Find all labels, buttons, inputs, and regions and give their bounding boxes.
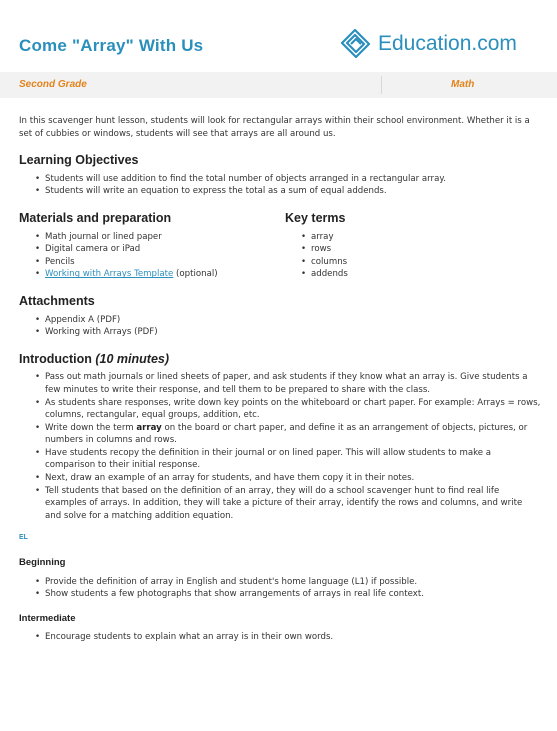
- page-header: Come "Array" With Us Education.com: [0, 0, 557, 70]
- key-terms-section: Key terms array rows columns addends: [285, 198, 535, 281]
- list-item: As students share responses, write down …: [35, 397, 541, 422]
- attachments-heading: Attachments: [19, 293, 95, 308]
- grade-label: Second Grade: [19, 79, 87, 90]
- introduction-heading: Introduction (10 minutes): [19, 351, 541, 366]
- list-item: addends: [301, 268, 535, 281]
- list-item: columns: [301, 256, 535, 269]
- link-suffix: (optional): [173, 269, 218, 280]
- key-terms-heading: Key terms: [285, 210, 346, 225]
- logo-text: Education.com: [378, 32, 517, 55]
- intro-paragraph: In this scavenger hunt lesson, students …: [19, 116, 530, 139]
- meta-divider: [381, 76, 382, 94]
- term-before: Write down the term: [45, 422, 137, 433]
- list-item: Students will use addition to find the t…: [35, 173, 541, 186]
- list-item: Next, draw an example of an array for st…: [35, 472, 541, 485]
- list-item: Working with Arrays Template (optional): [35, 268, 285, 281]
- term-word: array: [136, 422, 162, 433]
- list-item: rows: [301, 243, 535, 256]
- key-terms-list: array rows columns addends: [285, 231, 535, 281]
- subject-label: Math: [451, 79, 475, 90]
- education-logo[interactable]: Education.com: [336, 24, 517, 58]
- list-item: array: [301, 231, 535, 244]
- introduction-list: Pass out math journals or lined sheets o…: [19, 371, 541, 522]
- el-tag: EL: [19, 534, 28, 542]
- objectives-list: Students will use addition to find the t…: [19, 173, 541, 198]
- materials-keyterms-row: Materials and preparation Math journal o…: [19, 198, 541, 281]
- attachments-list: Appendix A (PDF) Working with Arrays (PD…: [19, 314, 541, 339]
- term-after: on the board or chart paper, and define …: [45, 422, 528, 446]
- list-item: Pass out math journals or lined sheets o…: [35, 371, 541, 396]
- list-item: Math journal or lined paper: [35, 231, 285, 244]
- list-item: Tell students that based on the definiti…: [35, 485, 541, 523]
- list-item: Have students recopy the definition in t…: [35, 447, 541, 472]
- list-item: Provide the definition of array in Engli…: [35, 576, 541, 589]
- attachment-item[interactable]: Working with Arrays (PDF): [35, 326, 541, 339]
- list-item: Digital camera or iPad: [35, 243, 285, 256]
- intermediate-heading: Intermediate: [19, 612, 76, 624]
- list-item: Pencils: [35, 256, 285, 269]
- list-item: Write down the term array on the board o…: [35, 422, 541, 447]
- introduction-title: Introduction: [19, 351, 92, 366]
- template-link[interactable]: Working with Arrays Template: [45, 269, 174, 280]
- introduction-duration: (10 minutes): [95, 351, 170, 366]
- education-logo-icon: [340, 28, 371, 58]
- list-item: Students will write an equation to expre…: [35, 185, 541, 198]
- materials-list: Math journal or lined paper Digital came…: [19, 231, 285, 281]
- page-title: Come "Array" With Us: [19, 36, 204, 55]
- intermediate-list: Encourage students to explain what an ar…: [19, 631, 541, 644]
- objectives-heading: Learning Objectives: [19, 153, 139, 168]
- beginning-heading: Beginning: [19, 557, 66, 569]
- lesson-content: In this scavenger hunt lesson, students …: [19, 106, 541, 644]
- materials-heading: Materials and preparation: [19, 210, 172, 225]
- attachment-item[interactable]: Appendix A (PDF): [35, 314, 541, 327]
- meta-bar: Second Grade Math: [0, 72, 557, 98]
- materials-section: Materials and preparation Math journal o…: [19, 198, 285, 281]
- list-item: Encourage students to explain what an ar…: [35, 631, 541, 644]
- beginning-list: Provide the definition of array in Engli…: [19, 576, 541, 601]
- list-item: Show students a few photographs that sho…: [35, 588, 541, 601]
